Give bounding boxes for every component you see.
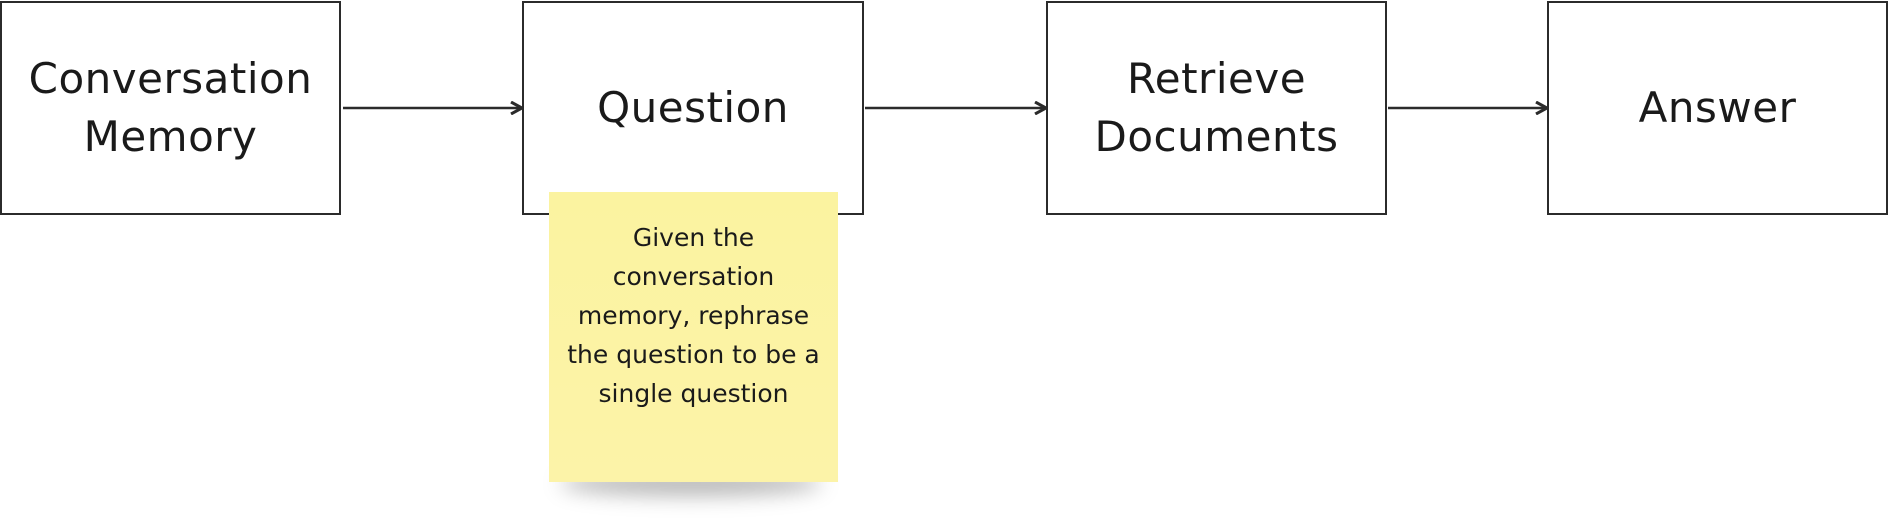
node-question[interactable]: Question [522,1,864,215]
node-answer[interactable]: Answer [1547,1,1888,215]
node-conversation-memory[interactable]: Conversation Memory [0,1,341,215]
sticky-note[interactable]: Given the conversation memory, rephrase … [549,192,838,482]
node-retrieve-documents[interactable]: Retrieve Documents [1046,1,1387,215]
sticky-note-text: Given the conversation memory, rephrase … [567,223,820,408]
